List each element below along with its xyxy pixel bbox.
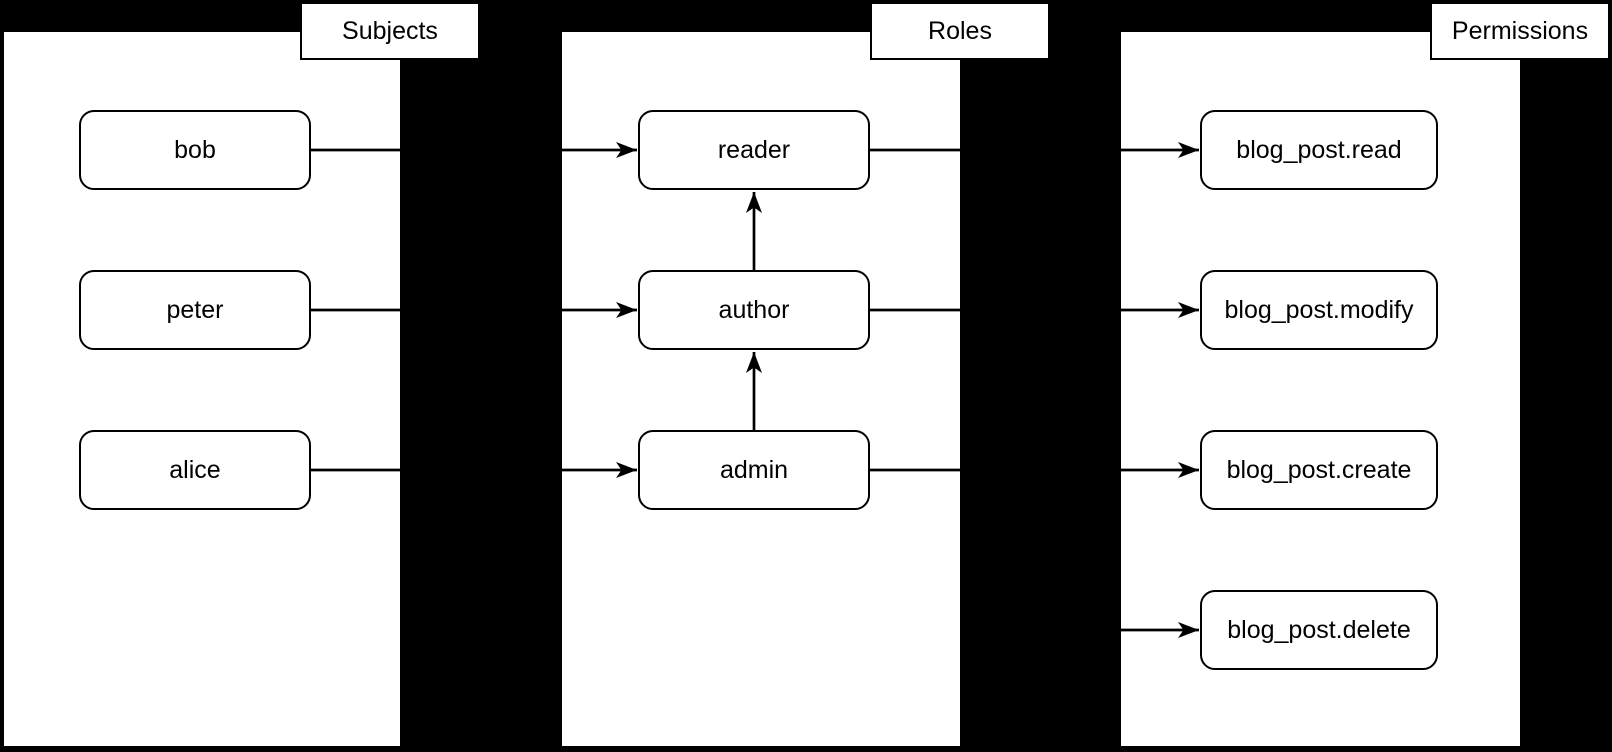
node-alice[interactable]: alice [79, 430, 311, 510]
node-blog_post-modify[interactable]: blog_post.modify [1200, 270, 1438, 350]
node-bob[interactable]: bob [79, 110, 311, 190]
subjects-panel-title: Subjects [300, 2, 480, 60]
node-author[interactable]: author [638, 270, 870, 350]
node-admin[interactable]: admin [638, 430, 870, 510]
permissions-panel-title: Permissions [1430, 2, 1610, 60]
node-reader[interactable]: reader [638, 110, 870, 190]
node-blog_post-delete[interactable]: blog_post.delete [1200, 590, 1438, 670]
node-blog_post-create[interactable]: blog_post.create [1200, 430, 1438, 510]
roles-panel-title: Roles [870, 2, 1050, 60]
node-peter[interactable]: peter [79, 270, 311, 350]
node-blog_post-read[interactable]: blog_post.read [1200, 110, 1438, 190]
